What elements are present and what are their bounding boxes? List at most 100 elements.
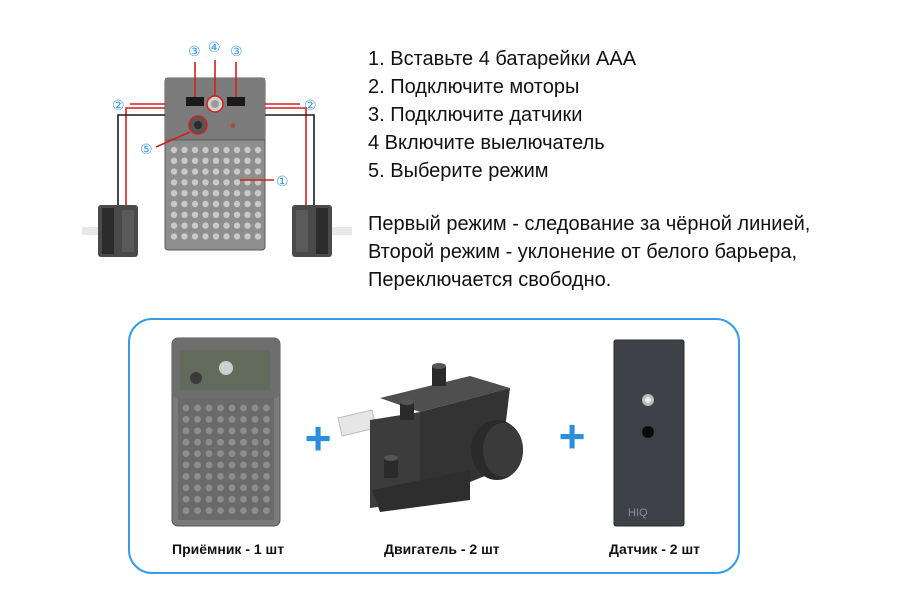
grid-hole xyxy=(181,179,188,186)
grid-hole xyxy=(191,146,199,154)
grid-hole xyxy=(228,461,236,469)
grid-hole xyxy=(223,200,230,208)
step-item: 2. Подключите моторы xyxy=(368,76,580,98)
grid-hole xyxy=(170,157,178,164)
grid-hole xyxy=(170,233,178,240)
grid-hole xyxy=(191,168,199,175)
grid-hole xyxy=(212,233,220,240)
callout-numbers: ③ ④ ③ ② ② ⑤ ① xyxy=(112,39,317,189)
wires xyxy=(117,60,315,205)
grid-hole xyxy=(223,168,230,175)
grid-hole xyxy=(212,146,220,154)
callout-motor-right: ② xyxy=(304,97,317,113)
grid-hole xyxy=(212,200,220,208)
sensor-port-right xyxy=(227,97,245,106)
grid-hole xyxy=(240,404,247,412)
grid-hole xyxy=(182,495,190,503)
grid-hole xyxy=(233,179,241,186)
grid-hole xyxy=(217,416,224,423)
grid-hole xyxy=(228,450,236,457)
receiver-box-diagram: ⊗ xyxy=(164,77,266,251)
grid-hole xyxy=(240,495,247,503)
grid-hole xyxy=(223,146,230,154)
grid-hole xyxy=(254,146,262,154)
svg-text:⊗: ⊗ xyxy=(230,123,236,130)
sensor-brand-mark: HIQ xyxy=(628,507,648,519)
grid-hole xyxy=(223,233,230,240)
grid-hole xyxy=(182,507,190,514)
grid-hole xyxy=(217,450,224,457)
grid-hole xyxy=(194,427,201,435)
grid-hole xyxy=(202,190,209,197)
grid-hole xyxy=(251,484,259,492)
grid-hole xyxy=(263,416,270,423)
grid-hole xyxy=(182,461,190,469)
grid-hole xyxy=(181,200,188,208)
receiver-illustration xyxy=(171,337,281,527)
callout-sensor-right: ③ xyxy=(230,43,243,59)
grid-hole xyxy=(170,146,178,154)
grid-hole xyxy=(217,495,224,503)
sensor-label: Датчик - 2 шт xyxy=(609,541,700,557)
grid-hole xyxy=(212,168,220,175)
grid-hole xyxy=(194,484,201,492)
grid-hole xyxy=(217,404,224,412)
grid-hole xyxy=(244,233,251,240)
grid-hole xyxy=(170,211,178,218)
callout-battery: ① xyxy=(276,173,289,189)
grid-hole xyxy=(228,507,236,514)
grid-hole xyxy=(170,190,178,197)
grid-hole xyxy=(254,211,262,218)
grid-hole xyxy=(240,450,247,457)
grid-hole xyxy=(202,157,209,164)
grid-hole xyxy=(205,404,213,412)
grid-hole xyxy=(228,495,236,503)
callout-motor-left: ② xyxy=(112,97,125,113)
grid-hole xyxy=(223,222,230,229)
grid-hole xyxy=(205,484,213,492)
grid-hole xyxy=(181,233,188,240)
grid-hole xyxy=(194,450,201,457)
grid-hole xyxy=(233,211,241,218)
grid-hole xyxy=(233,233,241,240)
grid-hole xyxy=(223,157,230,164)
grid-hole xyxy=(263,461,270,469)
grid-hole xyxy=(170,200,178,208)
grid-hole xyxy=(182,473,190,480)
grid-hole xyxy=(251,473,259,480)
grid-hole xyxy=(205,450,213,457)
grid-hole xyxy=(181,211,188,218)
step-item: 3. Подключите датчики xyxy=(368,104,583,126)
grid-hole xyxy=(181,146,188,154)
grid-hole xyxy=(182,438,190,446)
grid-hole xyxy=(251,507,259,514)
grid-hole xyxy=(251,404,259,412)
grid-hole xyxy=(228,404,236,412)
step-item: 1. Вставьте 4 батарейки AAA xyxy=(368,48,637,70)
sensor-illustration: HIQ xyxy=(613,339,685,527)
grid-hole xyxy=(191,157,199,164)
grid-hole xyxy=(233,190,241,197)
grid-hole xyxy=(182,416,190,423)
grid-hole xyxy=(217,461,224,469)
grid-hole xyxy=(191,190,199,197)
grid-hole xyxy=(205,416,213,423)
grid-hole xyxy=(228,473,236,480)
grid-hole xyxy=(251,450,259,457)
grid-hole xyxy=(202,146,209,154)
callout-sensor-left: ③ xyxy=(188,43,201,59)
grid-hole xyxy=(254,190,262,197)
grid-hole xyxy=(202,179,209,186)
grid-hole xyxy=(194,473,201,480)
sensor-port-left xyxy=(186,97,204,106)
grid-hole xyxy=(240,416,247,423)
grid-hole xyxy=(170,168,178,175)
grid-hole xyxy=(263,473,270,480)
grid-hole xyxy=(217,427,224,435)
grid-hole xyxy=(212,211,220,218)
grid-hole xyxy=(228,416,236,423)
mode-description: Первый режим - следование за чёрной лини… xyxy=(368,210,810,294)
grid-hole xyxy=(228,484,236,492)
grid-hole xyxy=(194,438,201,446)
grid-hole xyxy=(202,233,209,240)
